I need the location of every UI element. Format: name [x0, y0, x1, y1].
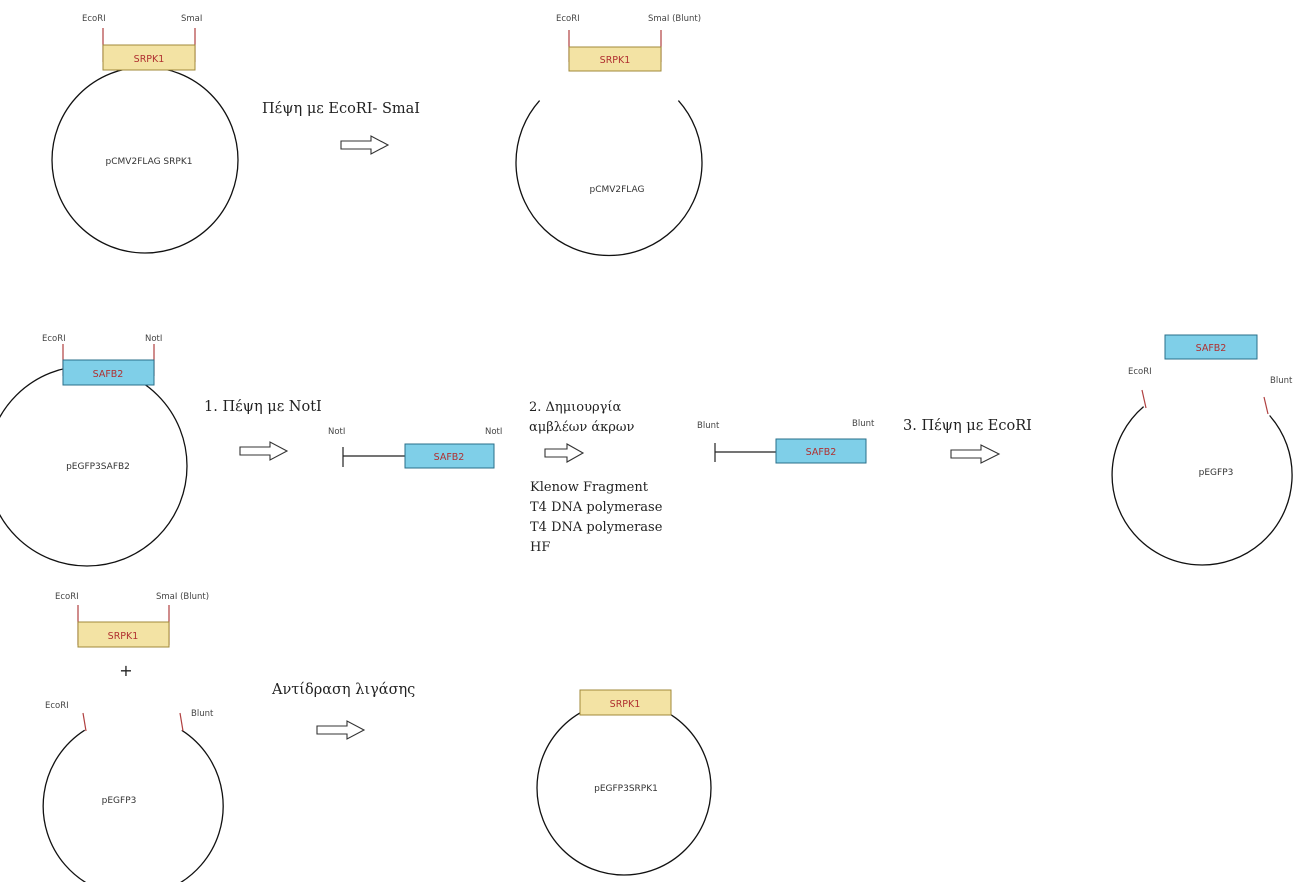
site-label-smai-blunt: SmaI (Blunt) [648, 14, 701, 24]
plasmid-label: pEGFP3 [102, 796, 137, 806]
site-label-noti: NotI [328, 427, 345, 437]
step-2-label-line-2: αμβλέων άκρων [529, 420, 635, 435]
panel-3-ligation: SRPK1 EcoRI SmaI (Blunt) + EcoRI Blunt p… [42, 592, 712, 882]
insert-label-srpk1: SRPK1 [108, 631, 139, 642]
enzyme-list-item: T4 DNA polymerase [530, 500, 663, 515]
step-1-label: 1. Πέψη με NotI [204, 398, 322, 415]
plasmid-label: pCMV2FLAG SRPK1 [106, 157, 193, 167]
site-tick-ecori [1141, 389, 1147, 409]
process-arrow [239, 441, 289, 461]
site-label-ecori: EcoRI [82, 14, 106, 24]
site-label-ecori: EcoRI [42, 334, 66, 344]
enzyme-list-item: HF [530, 540, 550, 555]
step-label-ecori-smai-digest: Πέψη με EcoRI- SmaI [262, 100, 420, 117]
site-label-blunt: Blunt [852, 419, 875, 429]
insert-box-safb2 [775, 438, 867, 464]
site-label-ecori: EcoRI [556, 14, 580, 24]
site-label-smai-blunt: SmaI (Blunt) [156, 592, 209, 602]
linearized-vector-pegfp3 [1111, 406, 1293, 566]
insert-box-safb2 [404, 443, 495, 469]
insert-box-srpk1 [579, 689, 672, 716]
insert-label-srpk1: SRPK1 [610, 699, 641, 710]
site-label-ecori: EcoRI [1128, 367, 1152, 377]
process-arrow [950, 444, 1001, 464]
plus-sign: + [119, 661, 132, 680]
plasmid-label: pEGFP3 [1199, 468, 1234, 478]
enzyme-list-item: T4 DNA polymerase [530, 520, 663, 535]
process-arrow [544, 443, 585, 463]
site-tick-blunt [1263, 396, 1269, 415]
panel-2-safb2-preparation: SAFB2 EcoRI NotI pEGFP3SAFB2 1. Πέψη με … [0, 334, 1293, 567]
step-label-ligation: Αντίδραση λιγάσης [271, 681, 415, 698]
site-label-blunt: Blunt [1270, 376, 1293, 386]
step-2-label-line-1: 2. Δημιουργία [529, 400, 621, 415]
site-label-blunt: Blunt [697, 421, 720, 431]
plasmid-label: pCMV2FLAG [589, 185, 644, 195]
enzyme-list-item: Klenow Fragment [530, 480, 649, 495]
process-arrow [316, 720, 366, 740]
panel-1-srpk1-excision: SRPK1 EcoRI SmaI pCMV2FLAG SRPK1 Πέψη με… [51, 14, 703, 257]
site-label-ecori: EcoRI [45, 701, 69, 711]
insert-box-safb2 [62, 359, 155, 386]
site-label-blunt: Blunt [191, 709, 214, 719]
insert-box-srpk1 [102, 44, 196, 71]
plasmid-label: pEGFP3SAFB2 [66, 462, 130, 472]
insert-label-srpk1: SRPK1 [134, 54, 165, 65]
insert-box-srpk1 [568, 46, 662, 72]
site-tick-blunt [179, 712, 184, 732]
site-label-noti: NotI [485, 427, 502, 437]
insert-label-safb2: SAFB2 [1196, 343, 1227, 354]
linearized-vector-pegfp3 [42, 729, 224, 882]
site-label-smai: SmaI [181, 14, 202, 24]
insert-box-safb2 [1164, 334, 1258, 360]
step-3-label: 3. Πέψη με EcoRI [903, 417, 1032, 434]
insert-label-safb2: SAFB2 [93, 369, 124, 380]
site-label-ecori: EcoRI [55, 592, 79, 602]
site-label-noti: NotI [145, 334, 162, 344]
site-tick-ecori [82, 712, 87, 732]
linearized-vector-pcmv2flag [515, 100, 703, 257]
insert-label-safb2: SAFB2 [806, 447, 837, 458]
insert-label-safb2: SAFB2 [434, 452, 465, 463]
plasmid-label: pEGFP3SRPK1 [594, 784, 658, 794]
insert-box-srpk1 [77, 621, 170, 648]
process-arrow [340, 135, 390, 155]
insert-label-srpk1: SRPK1 [600, 55, 631, 66]
